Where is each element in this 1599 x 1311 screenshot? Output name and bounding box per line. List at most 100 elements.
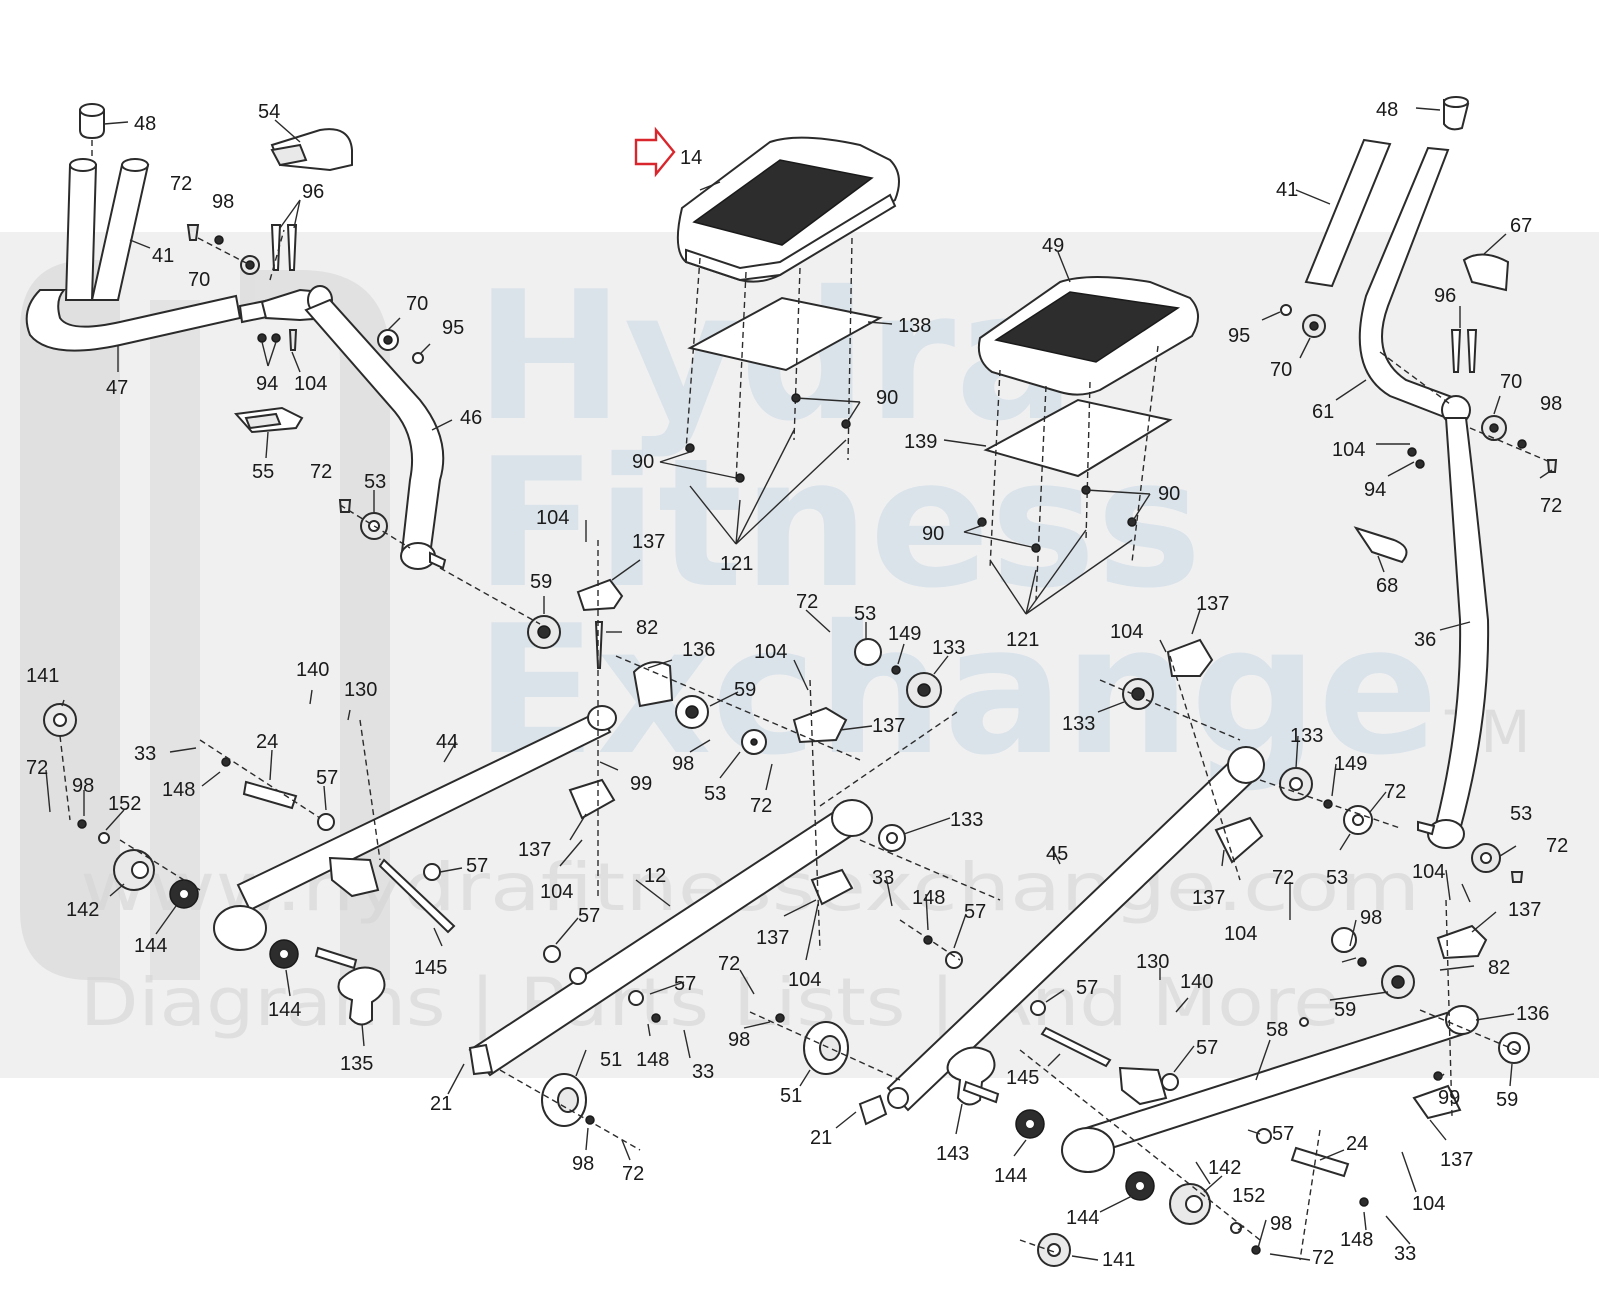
part-label: 149 — [888, 623, 921, 645]
part-label: 148 — [162, 779, 195, 801]
part-label: 133 — [1062, 713, 1095, 735]
part-label: 98 — [1360, 907, 1382, 929]
part-label: 99 — [1438, 1087, 1460, 1109]
part-label: 96 — [1434, 285, 1456, 307]
part-label: 57 — [1076, 977, 1098, 999]
watermark-line3: Exchange — [475, 587, 1439, 794]
part-label: 133 — [1290, 725, 1323, 747]
part-label: 94 — [1364, 479, 1386, 501]
part-label: 95 — [1228, 325, 1250, 347]
grip-tube-part — [64, 164, 98, 301]
part-label: 59 — [530, 571, 552, 593]
part-label: 58 — [1266, 1019, 1288, 1041]
pedal-49-assembly — [977, 276, 1199, 601]
part-label: 59 — [1496, 1089, 1518, 1111]
part-label: 144 — [1066, 1207, 1099, 1229]
part-label: 53 — [854, 603, 876, 625]
part-label: 49 — [1042, 235, 1064, 257]
part-label: 48 — [1376, 99, 1398, 121]
part-label: 139 — [904, 431, 937, 453]
part-label: 136 — [682, 639, 715, 661]
end-cap-part — [79, 109, 105, 140]
part-label: 104 — [536, 507, 569, 529]
part-label: 145 — [1006, 1067, 1039, 1089]
part-label: 33 — [872, 867, 894, 889]
part-label: 57 — [964, 901, 986, 923]
part-label: 57 — [316, 767, 338, 789]
part-label: 47 — [106, 377, 128, 399]
part-label: 98 — [212, 191, 234, 213]
part-label: 98 — [728, 1029, 750, 1051]
part-label: 133 — [950, 809, 983, 831]
part-label: 130 — [1136, 951, 1169, 973]
part-label: 59 — [1334, 999, 1356, 1021]
part-label: 67 — [1510, 215, 1532, 237]
part-label: 104 — [1110, 621, 1143, 643]
part-label: 72 — [310, 461, 332, 483]
part-label: 61 — [1312, 401, 1334, 423]
part-label: 94 — [256, 373, 278, 395]
handlebar-part — [25, 289, 242, 352]
part-label: 36 — [1414, 629, 1436, 651]
bracket-part — [1353, 526, 1408, 564]
part-label: 57 — [466, 855, 488, 877]
part-label: 72 — [26, 757, 48, 779]
part-label: 137 — [518, 839, 551, 861]
part-label: 130 — [344, 679, 377, 701]
pedal-plate-part — [687, 296, 883, 372]
part-label: 46 — [460, 407, 482, 429]
part-label: 33 — [1394, 1243, 1416, 1265]
part-label: 152 — [1232, 1185, 1265, 1207]
watermark: Hydra Fitness Exchange TM www.hydrafitne… — [0, 232, 1599, 1078]
part-label: 137 — [632, 531, 665, 553]
part-label: 137 — [1196, 593, 1229, 615]
knob-part — [946, 1046, 996, 1106]
part-label: 53 — [1510, 803, 1532, 825]
part-label: 59 — [734, 679, 756, 701]
part-label: 72 — [170, 173, 192, 195]
part-label: 70 — [406, 293, 428, 315]
part-label: 142 — [1208, 1157, 1241, 1179]
left-handle-assembly — [25, 103, 447, 570]
part-label: 53 — [704, 783, 726, 805]
part-label: 68 — [1376, 575, 1398, 597]
part-label: 104 — [1332, 439, 1365, 461]
part-label: 98 — [72, 775, 94, 797]
lower-frame-assembly — [43, 540, 1530, 1267]
part-label: 98 — [672, 753, 694, 775]
part-label: 72 — [718, 953, 740, 975]
part-label: 141 — [1102, 1249, 1135, 1271]
part-label: 121 — [1006, 629, 1039, 651]
part-label: 104 — [1412, 1193, 1445, 1215]
part-label: 55 — [252, 461, 274, 483]
part-label: 104 — [294, 373, 327, 395]
part-label: 57 — [578, 905, 600, 927]
knob-part — [337, 966, 386, 1026]
part-label: 104 — [540, 881, 573, 903]
part-label: 57 — [1272, 1123, 1294, 1145]
part-label: 24 — [1346, 1133, 1368, 1155]
upper-arm-part — [304, 298, 445, 557]
part-label: 140 — [296, 659, 329, 681]
part-label: 133 — [932, 637, 965, 659]
part-label: 72 — [1540, 495, 1562, 517]
part-label: 90 — [876, 387, 898, 409]
part-label: 82 — [1488, 957, 1510, 979]
part-label: 98 — [572, 1153, 594, 1175]
part-label: 138 — [898, 315, 931, 337]
part-label: 137 — [1192, 887, 1225, 909]
part-label: 72 — [750, 795, 772, 817]
part-label: 152 — [108, 793, 141, 815]
part-label: 104 — [1412, 861, 1445, 883]
part-label: 137 — [1440, 1149, 1473, 1171]
part-label: 24 — [256, 731, 278, 753]
part-label: 57 — [1196, 1037, 1218, 1059]
part-label: 45 — [1046, 843, 1068, 865]
part-label: 70 — [188, 269, 210, 291]
part-label: 140 — [1180, 971, 1213, 993]
part-label: 72 — [1384, 781, 1406, 803]
part-label: 95 — [442, 317, 464, 339]
part-label: 104 — [1224, 923, 1257, 945]
pedal-plate-part — [983, 398, 1173, 478]
part-label: 72 — [796, 591, 818, 613]
